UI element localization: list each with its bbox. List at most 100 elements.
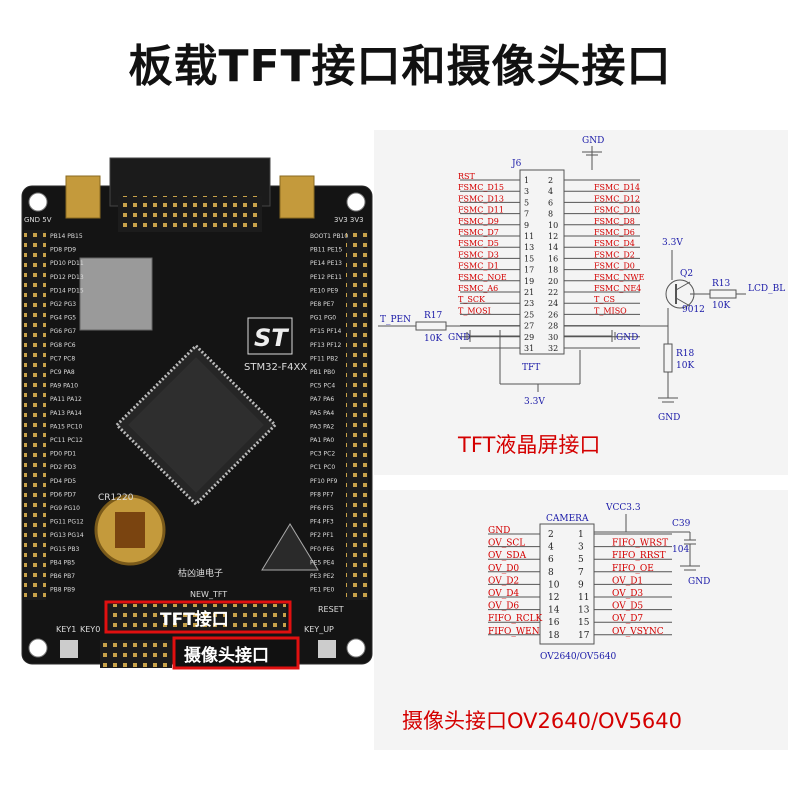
tft-right-net: FSMC_NE4 [594, 284, 641, 293]
board-pin-label: PE5 PE4 [310, 559, 335, 566]
tft-callout: TFT接口 [160, 609, 229, 630]
reset-label: RESET [318, 605, 344, 614]
lcd-bl-net: LCD_BL [748, 284, 785, 294]
board-pin-label: PA11 PA12 [50, 396, 82, 403]
board-pin-label: PG15 PB3 [50, 546, 80, 553]
camera-right-pin-number: 7 [578, 568, 584, 578]
camera-right-net: OV_D5 [612, 602, 643, 612]
gnd-right-label: GND [616, 333, 638, 343]
camera-header [100, 640, 172, 668]
tft-left-net: T_SCK [458, 295, 486, 304]
tft-right-net: FSMC_D2 [594, 250, 635, 259]
tft-right-net: FSMC_D12 [594, 194, 640, 203]
q2-part: 9012 [682, 305, 705, 315]
q2-transistor [665, 279, 695, 309]
tft-right-pin-number: 14 [548, 243, 558, 252]
board-pin-label: PB14 PB15 [50, 233, 83, 240]
board-pin-label: PE3 PE2 [310, 573, 335, 580]
st-logo-text: ST [254, 324, 289, 352]
sd-card-slot [79, 257, 153, 331]
tft-header [108, 604, 286, 630]
st-logo [247, 317, 293, 355]
camera-right-net: OV_VSYNC [612, 627, 664, 637]
camera-right-pin-number: 13 [578, 606, 590, 616]
c39-value: 104 [672, 545, 689, 555]
board-pin-label: PF15 PF14 [310, 328, 341, 335]
tft-left-pin-number: 7 [524, 210, 529, 219]
board-pin-label: PF4 PF3 [310, 519, 334, 526]
tft-left-net: FSMC_D15 [458, 183, 504, 192]
tft-left-pin-number: 27 [524, 322, 534, 331]
board-pin-label: PB1 PB0 [310, 369, 335, 376]
camera-right-net: FIFO_WRST [612, 539, 668, 549]
camera-vcc: VCC3.3 [605, 503, 641, 513]
board-pin-label: PB11 PE15 [310, 247, 343, 254]
tft-left-net: FSMC_D13 [458, 194, 504, 203]
mounting-hole [346, 638, 366, 658]
board-pin-label: PD2 PD3 [50, 464, 76, 471]
tft-left-pin-number: 5 [524, 198, 529, 207]
r17-resistor [415, 321, 447, 331]
tft-right-net: T_CS [594, 295, 615, 304]
camera-right-net: OV_D1 [612, 576, 643, 586]
board-pin-label: PE14 PE13 [310, 260, 342, 267]
board-pin-label: PC3 PC2 [310, 451, 335, 458]
camera-right-pin-number: 5 [578, 555, 584, 565]
mounting-hole [28, 638, 48, 658]
board-pin-label: PA1 PA0 [310, 437, 334, 444]
camera-right-net: OV_D7 [612, 614, 643, 624]
board-pin-label: PA3 PA2 [310, 423, 334, 430]
camera-callout-box [172, 636, 300, 670]
camera-left-pin-number: 2 [548, 530, 554, 540]
camera-left-pin-number: 6 [548, 555, 554, 565]
tft-right-pin-number: 20 [548, 277, 558, 286]
r13-value: 10K [712, 301, 730, 311]
tft-connector-body [519, 169, 565, 355]
tft-right-net: FSMC_NWE [594, 273, 645, 282]
board-pin-label: PD6 PD7 [50, 491, 76, 498]
board-pin-label: PE1 PE0 [310, 587, 335, 594]
board-pin-label: PC9 PA8 [50, 369, 75, 376]
camera-right-pin-number: 17 [578, 631, 590, 641]
board-pin-label: PD8 PD9 [50, 247, 76, 254]
tft-right-pin-number: 30 [548, 333, 558, 342]
board-pin-label: PD12 PD13 [50, 274, 84, 281]
tft-right-pin-number: 24 [548, 299, 558, 308]
maker-label: 枯凶迪电子 [178, 567, 223, 579]
board-pin-label: PA7 PA6 [310, 396, 334, 403]
camera-left-net: FIFO_WEN [488, 627, 540, 637]
tft-footer: TFT [522, 363, 540, 373]
keyup-label: KEY_UP [304, 625, 334, 634]
r13-resistor [709, 289, 737, 299]
board-pin-label: PC7 PC8 [50, 355, 75, 362]
q2-ref: Q2 [680, 269, 693, 279]
mounting-hole [28, 192, 48, 212]
camera-left-pin-number: 4 [548, 543, 554, 553]
camera-left-pin-number: 18 [548, 631, 560, 641]
board-pin-label: PC11 PC12 [50, 437, 83, 444]
tft-right-net: T_MISO [594, 306, 627, 315]
t-pen-net: T_PEN [380, 315, 411, 325]
board-pin-label: PB4 PB5 [50, 559, 75, 566]
r13-ref: R13 [712, 279, 731, 289]
camera-left-pin-number: 16 [548, 618, 560, 628]
board-pin-label: BOOT1 PB10 [310, 233, 348, 240]
new-tft-label: NEW_TFT [190, 590, 227, 599]
tft-left-pin-number: 3 [524, 187, 529, 196]
camera-right-pin-number: 3 [578, 543, 584, 553]
r17-value: 10K [424, 334, 442, 344]
tft-left-pin-number: 25 [524, 310, 534, 319]
board-pin-label: PB8 PB9 [50, 587, 75, 594]
q2-vcc: 3.3V [662, 238, 683, 248]
board-pin-label: PF13 PF12 [310, 342, 341, 349]
camera-right-pin-number: 11 [578, 593, 589, 603]
tft-left-pin-number: 11 [524, 232, 534, 241]
camera-left-net: OV_D2 [488, 576, 519, 586]
board-pin-label: PD0 PD1 [50, 451, 76, 458]
c39-ref: C39 [672, 519, 691, 529]
tft-connector-ref: J6 [511, 159, 522, 169]
tft-gnd-top: GND [582, 136, 604, 146]
board-pin-label: PB6 PB7 [50, 573, 75, 580]
camera-left-net: OV_D4 [488, 589, 519, 599]
